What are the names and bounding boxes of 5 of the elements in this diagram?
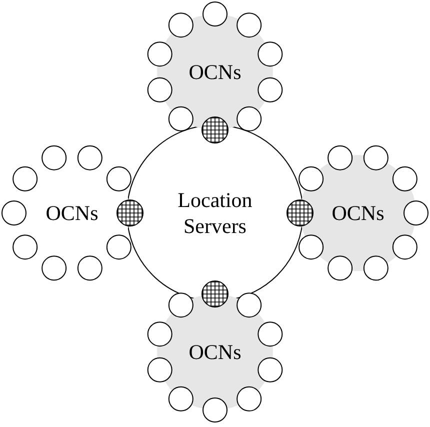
- node-label: OCNs: [44, 200, 100, 226]
- node-label: OCNs: [330, 200, 386, 226]
- node-label: Location Servers: [176, 186, 254, 240]
- node-label: OCNs: [188, 338, 242, 366]
- node-label: OCNs: [188, 58, 242, 86]
